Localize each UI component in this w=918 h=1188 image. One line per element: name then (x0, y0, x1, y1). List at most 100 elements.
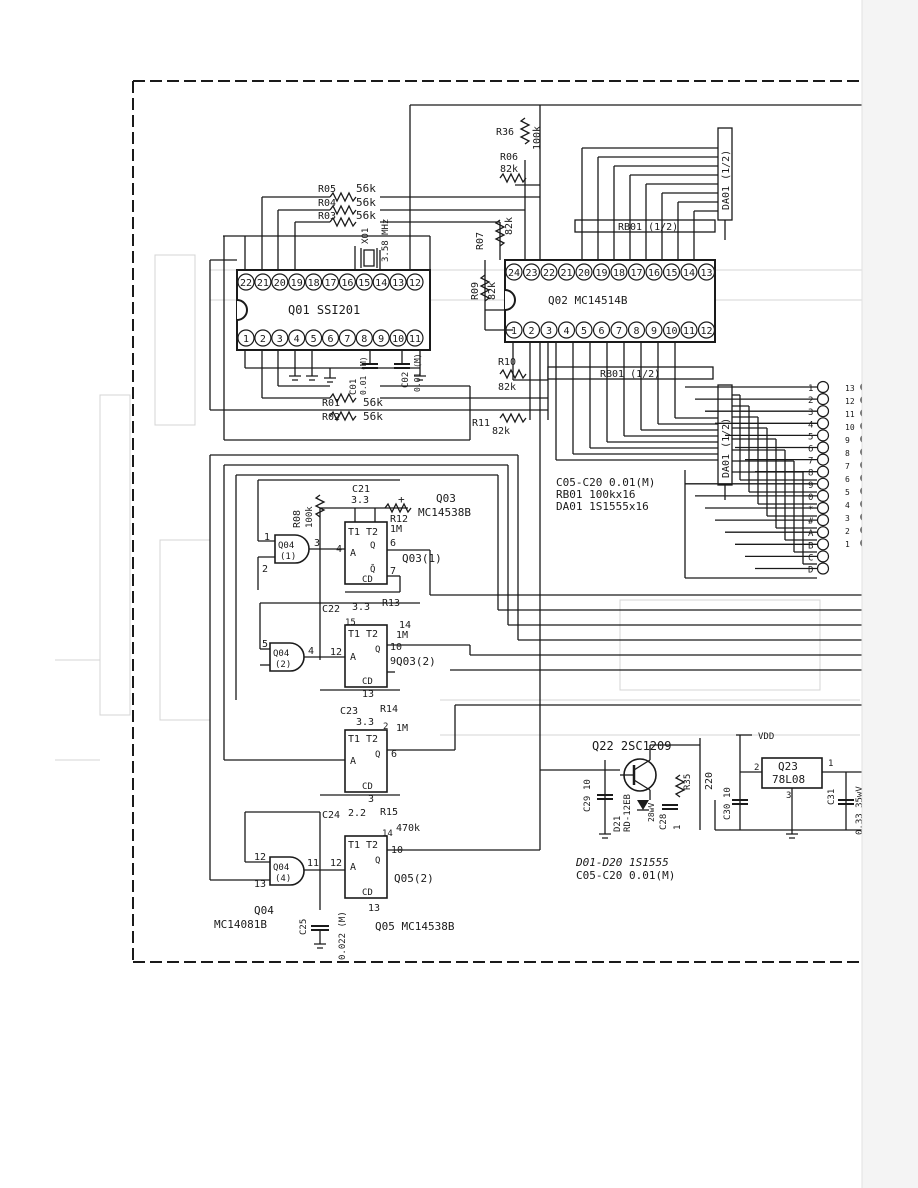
svg-text:Q23: Q23 (778, 760, 798, 773)
keypad-pad-label: C (808, 553, 813, 563)
ic-pin-number: 4 (563, 326, 569, 337)
keypad-pad (816, 453, 830, 466)
svg-text:Q04: Q04 (254, 904, 274, 917)
ic-pin (305, 329, 323, 347)
keypad-pad (816, 380, 830, 394)
keypad-pad-label: 0 (808, 493, 813, 503)
ic-pin-number: 21 (560, 268, 572, 279)
ic-pin-number: 12 (700, 326, 712, 337)
ic-pin (505, 263, 523, 281)
q03-2-label: Q03(2) (396, 655, 436, 668)
svg-text:CD: CD (362, 575, 373, 585)
resistor-r02: R02 56k (322, 410, 383, 423)
connector-pad-label: 9 (845, 436, 850, 445)
ic-pin (338, 329, 356, 347)
ic-pin (662, 263, 681, 281)
ic-pin (522, 321, 541, 339)
svg-text:7: 7 (390, 566, 396, 577)
svg-text:4: 4 (336, 544, 342, 555)
ic-pin (680, 321, 698, 339)
svg-text:C25: C25 (299, 919, 309, 935)
svg-text:0.01 (M): 0.01 (M) (413, 353, 422, 392)
ic-pin (389, 273, 407, 291)
svg-text:0.33 35wV: 0.33 35wV (855, 786, 865, 835)
svg-text:CD: CD (362, 888, 373, 898)
svg-text:56k: 56k (363, 410, 383, 423)
q04-q05-titles: Q04 MC14081B Q05 MC14538B (214, 904, 455, 933)
svg-text:100k: 100k (532, 126, 543, 150)
ic-pin-number: 18 (308, 278, 320, 289)
crystal-x01: X01 3.58 MHz (360, 219, 391, 268)
keypad-pad-label: 7 (808, 457, 813, 467)
svg-text:C24: C24 (322, 810, 340, 821)
svg-text:56k: 56k (356, 196, 376, 209)
capacitor-c21: C21 3.3 + (351, 484, 405, 506)
connector-pad-label: 13 (845, 384, 855, 393)
ic-pin (540, 321, 558, 339)
ic-pin (627, 263, 646, 281)
resistor-r01: R01 56k (322, 392, 383, 409)
svg-text:5: 5 (262, 639, 268, 650)
ic-pin (271, 273, 289, 291)
svg-text:78L08: 78L08 (772, 773, 805, 786)
ic-pin-number: 22 (240, 278, 252, 289)
ic-pin (389, 329, 407, 347)
ic-pin-number: 7 (616, 326, 622, 337)
svg-text:R35: R35 (683, 774, 693, 790)
svg-text:DA01 (1/2): DA01 (1/2) (721, 150, 732, 210)
svg-text:56k: 56k (363, 396, 383, 409)
resistor-r04: R04 56k (318, 196, 376, 216)
svg-text:Q22 2SC1209: Q22 2SC1209 (592, 739, 671, 753)
resistor-r03: R03 56k (318, 209, 376, 228)
keypad-pad-label: 9 (808, 481, 813, 491)
note-c05-c20: C05-C20 0.01(M) (556, 476, 655, 489)
svg-text:X01: X01 (361, 228, 371, 244)
rb01-bottom-network: RB01 (1/2) (547, 366, 714, 380)
svg-text:3: 3 (368, 794, 374, 805)
svg-text:R12: R12 (390, 514, 408, 525)
ic-pin-number: 18 (613, 268, 625, 279)
svg-text:R08: R08 (292, 510, 303, 528)
q01-wiring (209, 196, 548, 441)
keypad-pad-label: B (808, 541, 813, 551)
capacitor-c02: C02 0.01 (M) (394, 350, 422, 392)
board-outline (132, 80, 870, 963)
svg-text:10: 10 (723, 787, 733, 798)
resistor-r06: R06 82k (499, 152, 527, 184)
ic-pin-number: 7 (344, 334, 350, 345)
svg-text:R11: R11 (472, 418, 490, 429)
svg-text:82k: 82k (504, 217, 515, 235)
svg-text:R06: R06 (500, 152, 518, 163)
ic-pin-number: 17 (324, 278, 336, 289)
ic-pin-number: 14 (683, 268, 695, 279)
ic-pin-number: 21 (257, 278, 269, 289)
connector-pad-label: 4 (845, 501, 850, 510)
svg-text:0.022 (M): 0.022 (M) (338, 911, 348, 960)
keypad-pad-label: 3 (808, 408, 813, 418)
svg-text:C23: C23 (340, 706, 358, 717)
ic-pin (697, 321, 716, 339)
ic-pin (271, 329, 289, 347)
svg-text:2.2: 2.2 (348, 808, 366, 819)
note-rb01: RB01 100kx16 (556, 488, 635, 501)
svg-text:3: 3 (314, 538, 320, 549)
svg-text:CD: CD (362, 677, 373, 687)
keypad-pad-label: D (808, 566, 813, 576)
ic-pin-number: 6 (327, 334, 333, 345)
svg-text:D21: D21 (613, 816, 623, 832)
svg-text:2: 2 (262, 564, 268, 575)
svg-text:R05: R05 (318, 184, 336, 195)
svg-text:R02: R02 (322, 412, 340, 423)
svg-text:14: 14 (399, 620, 411, 631)
ic-pin-number: 15 (358, 278, 370, 289)
ic-pin (406, 329, 424, 347)
ic-pin (627, 321, 646, 339)
svg-text:3.3: 3.3 (352, 602, 370, 613)
svg-text:Q: Q (375, 750, 380, 760)
resistor-r36: R36 100k (496, 117, 543, 150)
ic-pin-number: 9 (651, 326, 657, 337)
svg-text:T1: T1 (348, 527, 360, 538)
ic-pin-number: 13 (700, 268, 712, 279)
